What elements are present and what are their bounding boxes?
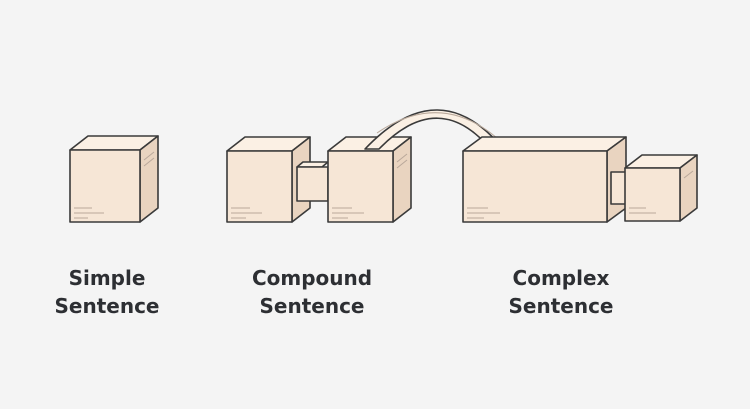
- complex-label-line2: Sentence: [508, 294, 614, 318]
- simple-label-line1: Simple: [68, 266, 146, 290]
- compound-connector: [296, 161, 329, 202]
- complex-sentence-label: Complex Sentence: [486, 264, 636, 320]
- compound-left-block: [226, 136, 311, 223]
- compound-label-line2: Sentence: [259, 294, 365, 318]
- compound-label-line1: Compound: [251, 266, 373, 290]
- simple-block: [69, 135, 159, 223]
- complex-label-line1: Complex: [512, 266, 610, 290]
- simple-sentence-label: Simple Sentence: [47, 264, 167, 320]
- compound-sentence-label: Compound Sentence: [232, 264, 392, 320]
- complex-main-block: [462, 136, 627, 223]
- complex-small-block: [624, 154, 698, 222]
- simple-label-line2: Sentence: [54, 294, 160, 318]
